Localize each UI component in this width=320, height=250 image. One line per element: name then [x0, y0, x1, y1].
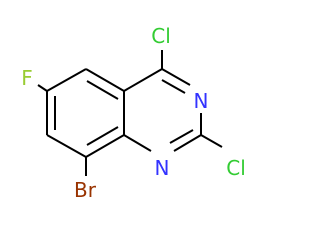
atom-br-8: Br	[74, 178, 97, 202]
bond-c7-c8	[46, 134, 87, 158]
bond-c4a-c4	[123, 68, 163, 92]
atom-f-6: F	[21, 66, 33, 90]
bond-n1-c8a	[123, 134, 152, 152]
bond-c2-n1	[173, 134, 202, 152]
atom-n-1: N	[155, 156, 170, 180]
atom-cl-4: Cl	[151, 24, 171, 48]
atom-labels: Cl N Cl N F Br	[21, 24, 246, 202]
bond-c4a-c5-inner	[86, 80, 119, 100]
bond-c4a-c5	[85, 68, 125, 92]
bond-c4-n3-inner	[161, 79, 186, 94]
bond-c8-c8a	[85, 134, 125, 158]
bond-c4-n3	[161, 68, 191, 86]
bond-c8-c8a-inner	[86, 126, 119, 146]
atom-n-3: N	[194, 89, 209, 113]
bond-c5-c6	[46, 68, 87, 92]
bond-lines	[37, 50, 223, 176]
quinazoline-structure: Cl N Cl N F Br	[21, 24, 246, 202]
bond-c2-n1-inner	[169, 129, 194, 144]
bond-c2-cl	[200, 134, 223, 148]
bond-c6-f	[37, 84, 48, 92]
atom-cl-2: Cl	[226, 156, 246, 180]
